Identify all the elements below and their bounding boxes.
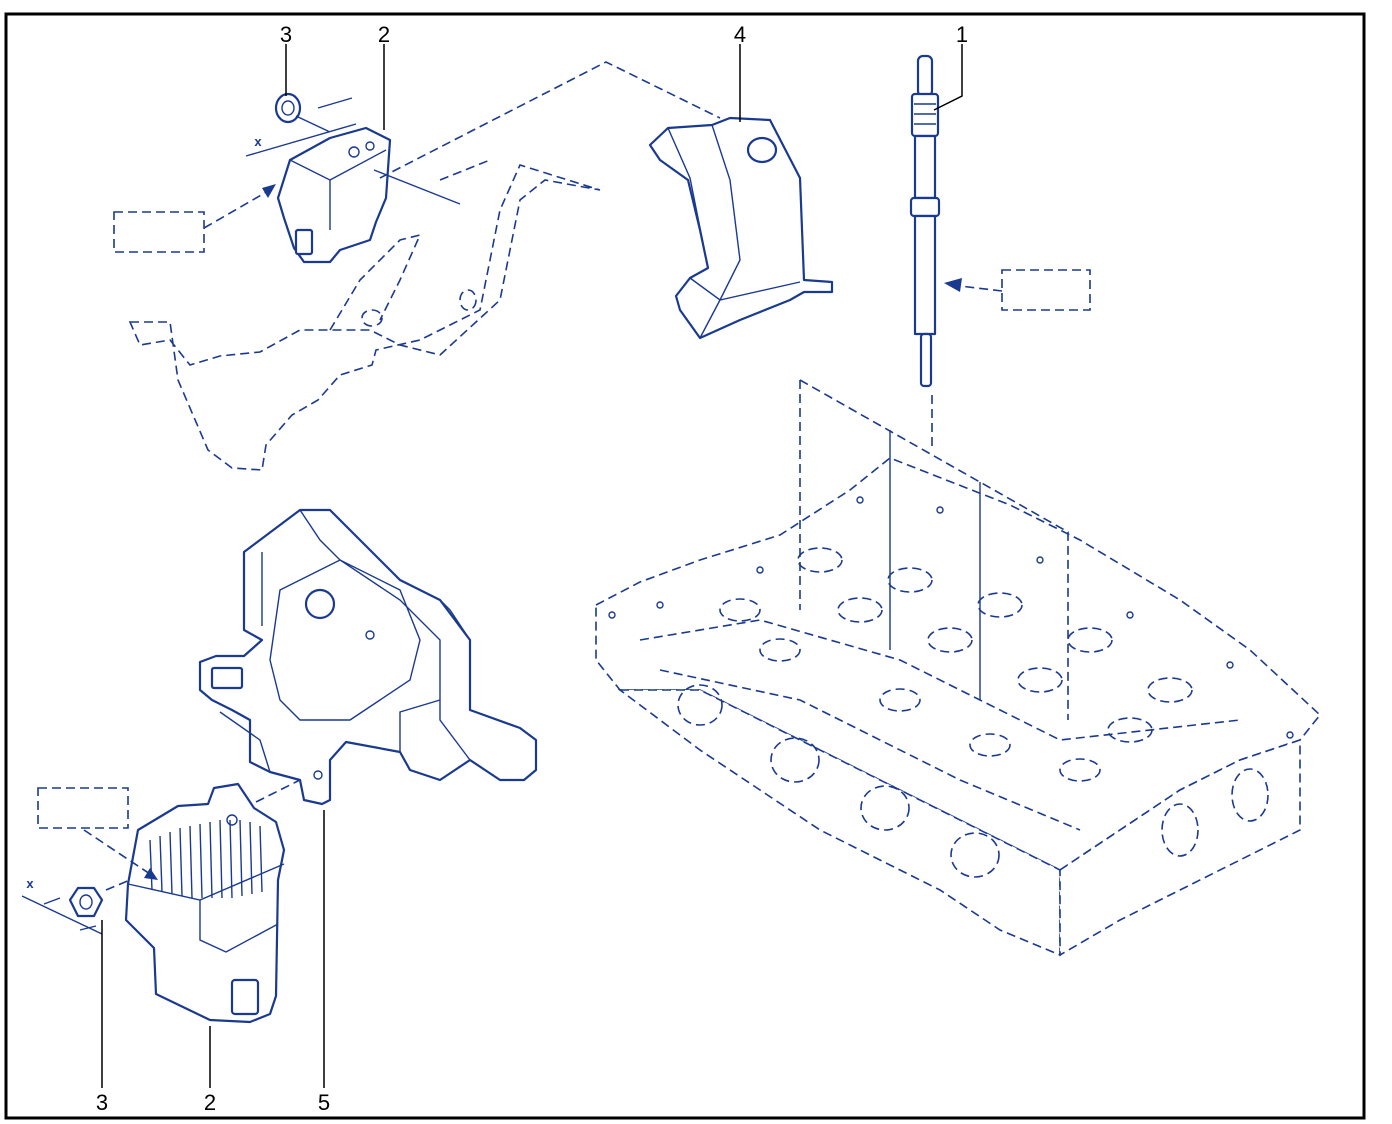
callout-4: 4 [734, 22, 746, 47]
leader-1 [933, 44, 963, 111]
nut-top [274, 92, 302, 124]
relay-top-leader [379, 61, 721, 179]
relay-bottom-link-dash [255, 779, 301, 803]
relay-top-arrow-head [262, 184, 276, 198]
torque-mark-top-line [245, 97, 357, 157]
callout-1: 1 [956, 22, 968, 47]
relay-bottom-arrow-head [144, 868, 158, 880]
nut-bottom [68, 886, 104, 918]
relay-module-bottom [124, 782, 286, 1024]
relay-bottom-reference-box [37, 787, 129, 829]
pedal-bracket-dashed [128, 159, 601, 471]
callout-2-bottom: 2 [204, 1090, 216, 1115]
cylinder-head [595, 457, 1322, 957]
glow-plug-arrow-head [944, 278, 962, 292]
torque-mark-bottom-line [21, 895, 103, 935]
glow-plug-arrow-line [959, 285, 1003, 292]
relay-top-arrow-line [203, 189, 271, 229]
torque-mark-top: x [254, 134, 262, 149]
glow-plug [909, 54, 941, 388]
glow-plug-reference-box [1001, 269, 1091, 311]
callout-3-bottom: 3 [96, 1090, 108, 1115]
relay-top-bracket-line [373, 169, 461, 205]
relay-top-reference-box [113, 211, 205, 253]
nut-bottom-link-dash [105, 879, 131, 891]
mounting-bracket [198, 508, 538, 806]
glow-plug-plane [799, 379, 1069, 720]
relay-module-top [276, 126, 392, 264]
callout-5: 5 [318, 1090, 330, 1115]
callout-2-top: 2 [378, 22, 390, 47]
callout-3-top: 3 [280, 22, 292, 47]
torque-mark-bottom: x [26, 876, 34, 891]
diagram-frame [4, 12, 1366, 1120]
cover-bracket [648, 116, 834, 340]
